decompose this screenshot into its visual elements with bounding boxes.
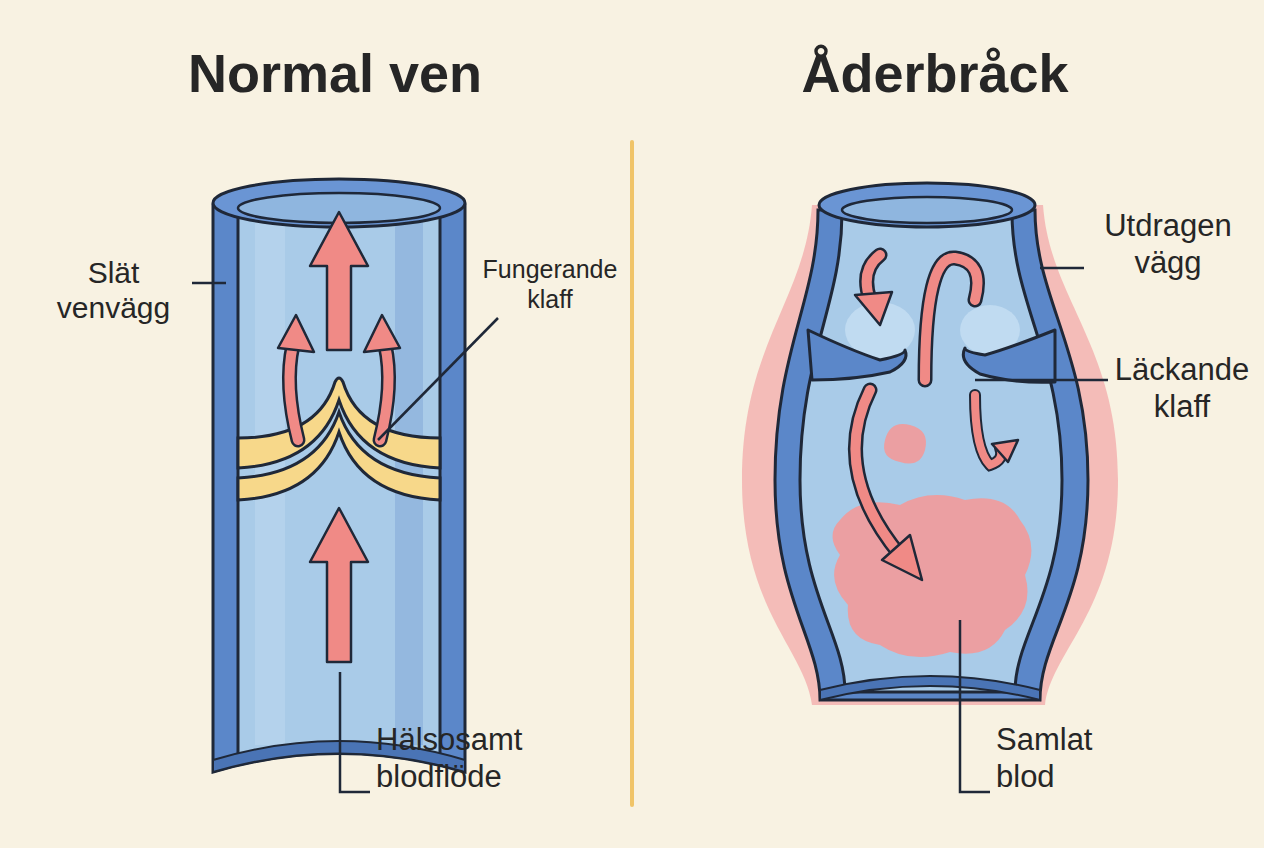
- divider: [630, 142, 634, 805]
- part-label: Läckande klaff: [1112, 352, 1252, 425]
- part-label: Fungerande klaff: [470, 255, 630, 314]
- varicose-vein: [742, 183, 1118, 705]
- part-label: Slät venvägg: [36, 255, 191, 326]
- leader-lines: [960, 268, 1108, 792]
- part-label: Hälsosamt blodflöde: [376, 722, 576, 795]
- panel-heading: Åderbråck: [760, 42, 1110, 106]
- part-label: Samlat blod: [996, 722, 1136, 795]
- leader-lines: [192, 283, 498, 792]
- panel-heading: Normal ven: [160, 42, 510, 106]
- part-label: Utdragen vägg: [1088, 208, 1248, 281]
